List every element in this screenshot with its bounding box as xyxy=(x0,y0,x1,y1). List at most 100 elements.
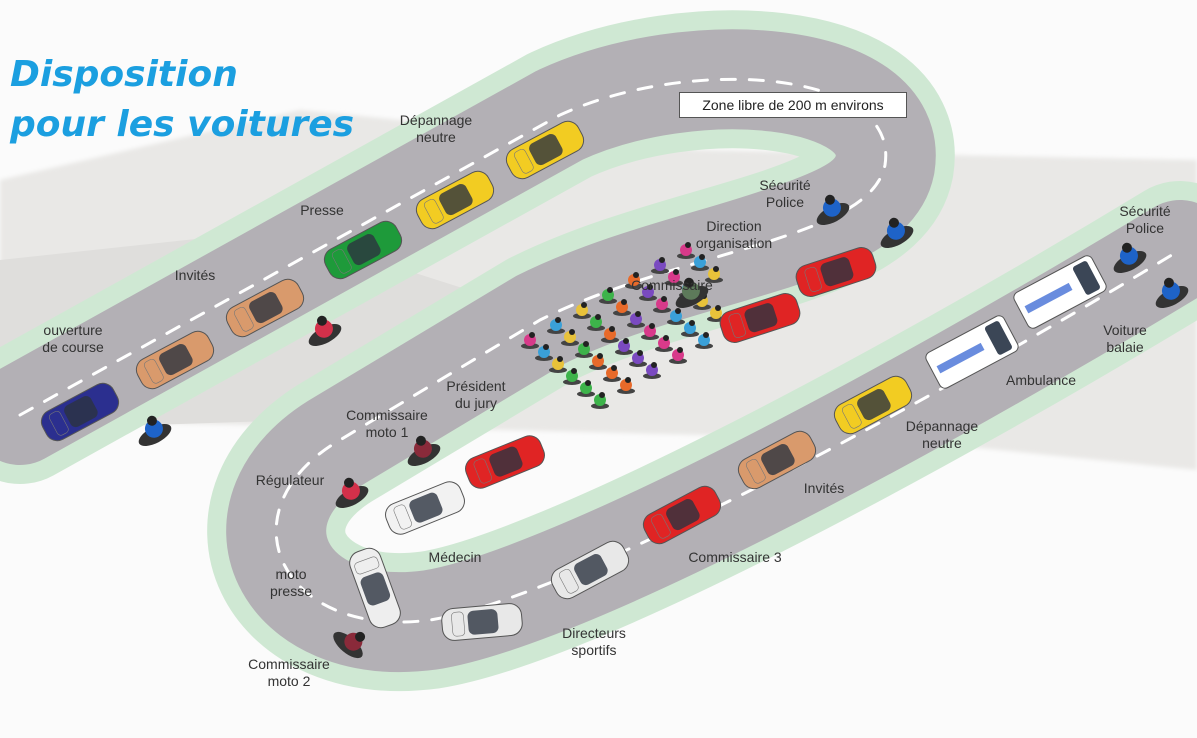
directeurs-car-2 xyxy=(550,540,630,600)
rider xyxy=(681,320,699,337)
rider xyxy=(695,332,713,349)
moto-invites xyxy=(308,315,342,347)
rider xyxy=(613,299,631,316)
title-line-1: Disposition xyxy=(10,54,238,95)
depannage-car-right xyxy=(833,375,913,435)
label-line: Régulateur xyxy=(255,472,325,488)
rider xyxy=(561,329,579,346)
label-line: Police xyxy=(1125,220,1165,236)
label-line: Invités xyxy=(803,480,845,496)
rider xyxy=(625,272,643,289)
rider xyxy=(535,344,553,361)
label-line: Sécurité xyxy=(1119,203,1171,219)
moto-commissaire xyxy=(675,277,709,309)
label-line: organisation xyxy=(695,235,773,251)
label-line: Ambulance xyxy=(1005,372,1077,388)
rider xyxy=(591,392,609,409)
rider xyxy=(627,311,645,328)
rider xyxy=(587,314,605,331)
moto-regulateur xyxy=(335,477,369,509)
label-presse: Presse xyxy=(300,202,344,219)
rider xyxy=(677,242,695,259)
label-line: Invités xyxy=(174,267,216,283)
president-car xyxy=(465,435,545,489)
label-ambulance: Ambulance xyxy=(1006,372,1076,389)
moto-police-right-1 xyxy=(1113,242,1147,274)
moto-ouverture xyxy=(138,415,172,447)
voiture-balaie-van xyxy=(1013,255,1107,329)
ouverture-car xyxy=(40,382,120,442)
rider xyxy=(667,308,685,325)
rider xyxy=(575,341,593,358)
rider xyxy=(639,284,657,301)
label-line: Direction xyxy=(706,218,762,234)
label-line: presse xyxy=(269,583,313,599)
label-line: de course xyxy=(42,339,104,355)
label-invites-left: Invités xyxy=(175,267,215,284)
presse-car xyxy=(323,220,403,280)
label-line: moto 2 xyxy=(267,673,311,689)
label-line: Commissaire 3 xyxy=(688,549,782,565)
rider xyxy=(691,254,709,271)
label-line: Commissaire xyxy=(248,656,330,672)
rider xyxy=(601,326,619,343)
depannage-car-top-1 xyxy=(415,170,495,230)
depannage-car-top-2 xyxy=(505,120,585,180)
label-line: Police xyxy=(765,194,805,210)
rider xyxy=(669,347,687,364)
label-line: sportifs xyxy=(571,642,617,658)
label-line: balaie xyxy=(1106,339,1144,355)
label-line: neutre xyxy=(922,435,962,451)
label-line: Commissaire xyxy=(631,277,713,293)
label-line: Presse xyxy=(300,202,344,218)
moto-commissaire-1 xyxy=(407,435,441,467)
rider xyxy=(643,362,661,379)
label-line: Président xyxy=(446,378,506,394)
label-line: Sécurité xyxy=(759,177,811,193)
rider xyxy=(665,269,683,286)
direction-car-1 xyxy=(719,293,801,343)
moto-securite-2 xyxy=(880,217,914,249)
label-line: moto 1 xyxy=(365,424,409,440)
rider xyxy=(573,302,591,319)
rider xyxy=(629,350,647,367)
label-line: Dépannage xyxy=(905,418,979,434)
label-regulateur: Régulateur xyxy=(256,472,325,489)
rider xyxy=(655,335,673,352)
rider xyxy=(705,266,723,283)
label-line: Commissaire xyxy=(346,407,428,423)
rider xyxy=(615,338,633,355)
direction-car-2 xyxy=(795,247,877,297)
moto-police-right-2 xyxy=(1155,277,1189,309)
rider xyxy=(641,323,659,340)
label-medecin: Médecin xyxy=(429,549,482,566)
rider xyxy=(547,317,565,334)
rider xyxy=(653,296,671,313)
rider xyxy=(617,377,635,394)
label-commissaire-3: Commissaire 3 xyxy=(688,549,781,566)
label-line: neutre xyxy=(416,129,456,145)
label-line: ouverture xyxy=(43,322,103,338)
directeurs-car-1 xyxy=(441,603,523,641)
moto-securite-1 xyxy=(816,194,850,226)
label-line: Dépannage xyxy=(399,112,473,128)
commissaire-3-car xyxy=(642,485,722,545)
medecin-car xyxy=(385,481,465,535)
peloton xyxy=(521,242,725,409)
rider xyxy=(577,380,595,397)
label-invites-right: Invités xyxy=(804,480,844,497)
rider xyxy=(603,365,621,382)
rider xyxy=(651,257,669,274)
